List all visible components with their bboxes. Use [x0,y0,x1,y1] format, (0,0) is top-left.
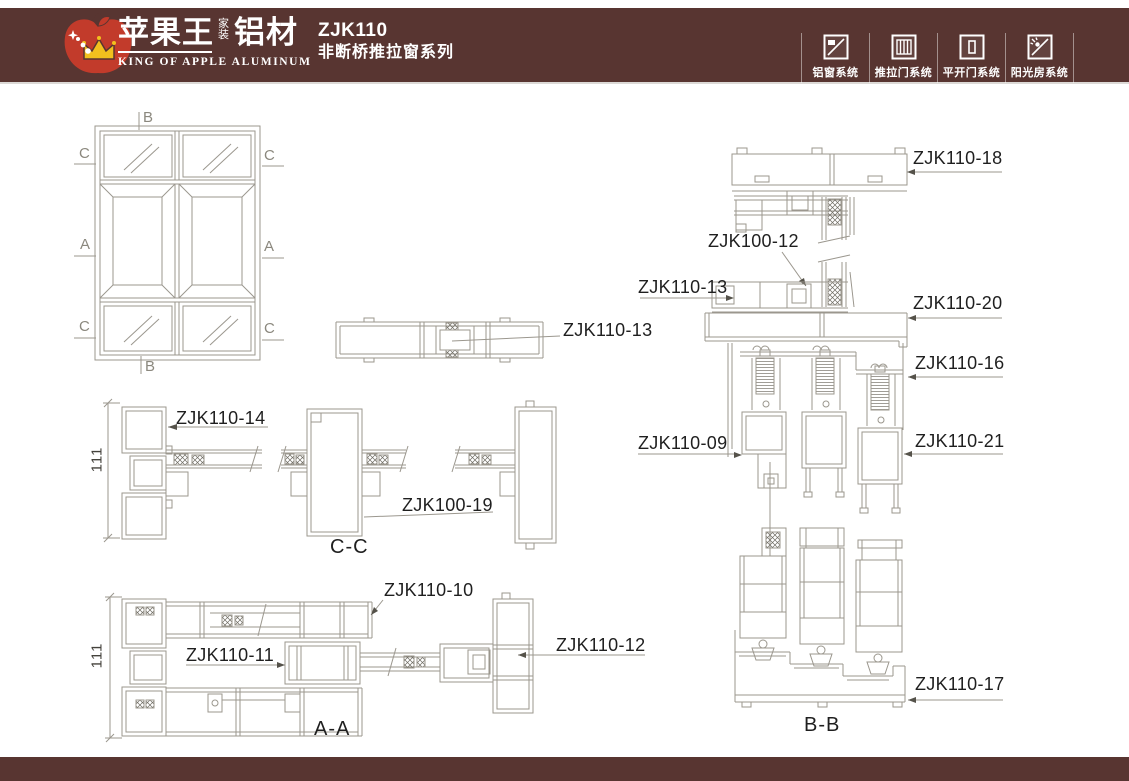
marker-b-top: B [143,109,154,126]
sunroom-system-icon [1027,34,1052,60]
marker-a-left: A [80,236,91,253]
apple-crown-logo-icon [64,13,132,74]
label-zjk110-13-mid: ZJK110-13 [563,320,653,340]
nav-item-sliding-door-system[interactable]: 推拉门系统 [869,33,937,83]
label-zjk110-09: ZJK110-09 [638,433,728,453]
nav-item-casement-door-system[interactable]: 平开门系统 [937,33,1005,83]
brand-underline [118,51,212,53]
label-zjk110-17: ZJK110-17 [915,674,1005,694]
nav-item-label: 平开门系统 [942,67,1001,79]
aluminum-window-system-icon [823,34,848,60]
caption-section-cc: C-C [330,536,369,558]
sliding-door-system-icon [891,34,916,60]
section-cc-drawing [103,398,557,550]
series-code: ZJK110 [318,20,388,41]
nav-item-label: 推拉门系统 [874,67,933,79]
label-zjk110-14: ZJK110-14 [176,408,266,428]
label-zjk100-12: ZJK100-12 [708,231,799,251]
marker-b-bottom: B [145,358,156,375]
brand-block: 苹果王 家装 铝材 KING OF APPLE ALUMINUM [118,17,312,68]
label-zjk110-11: ZJK110-11 [186,645,275,665]
casement-door-system-icon [959,34,984,60]
section-zjk110-13-drawing [335,317,561,363]
caption-section-bb: B-B [804,714,841,736]
label-zjk110-21: ZJK110-21 [915,431,1005,451]
brand-en-name: KING OF APPLE ALUMINUM [118,56,312,68]
marker-c-top-left: C [79,145,90,162]
brand-cn-tag: 家装 [218,18,229,41]
marker-a-right: A [264,238,275,255]
label-zjk110-16: ZJK110-16 [915,353,1005,373]
label-zjk110-13-bb: ZJK110-13 [638,277,728,297]
section-aa-drawing [105,592,645,743]
nav-item-aluminum-window-system[interactable]: 铝窗系统 [801,33,869,83]
product-system-nav: 铝窗系统 推拉门系统 平开门系统 [801,33,1074,83]
nav-item-label: 铝窗系统 [812,67,859,79]
label-zjk100-19: ZJK100-19 [402,495,493,515]
series-title-block: ZJK110 非断桥推拉窗系列 [318,21,454,61]
brand-cn-suffix: 铝材 [234,15,298,50]
caption-section-aa: A-A [314,718,351,740]
nav-item-sunroom-system[interactable]: 阳光房系统 [1005,33,1074,83]
nav-item-label: 阳光房系统 [1010,67,1069,79]
label-zjk110-10: ZJK110-10 [384,580,474,600]
section-bb-drawing [638,147,1003,708]
marker-c-bottom-right: C [264,320,275,337]
marker-c-bottom-left: C [79,318,90,335]
brand-cn-main: 苹果王 [118,15,214,50]
series-name: 非断桥推拉窗系列 [318,44,455,61]
marker-c-top-right: C [264,147,275,164]
dimension-111-aa: 111 [88,642,106,669]
label-zjk110-12: ZJK110-12 [556,635,646,655]
label-zjk110-18: ZJK110-18 [913,148,1003,168]
footer-bar [0,757,1129,781]
window-elevation-drawing [74,112,284,374]
dimension-111-cc: 111 [88,446,106,473]
label-zjk110-20: ZJK110-20 [913,293,1003,313]
page-header: 苹果王 家装 铝材 KING OF APPLE ALUMINUM ZJK110 … [0,8,1129,84]
